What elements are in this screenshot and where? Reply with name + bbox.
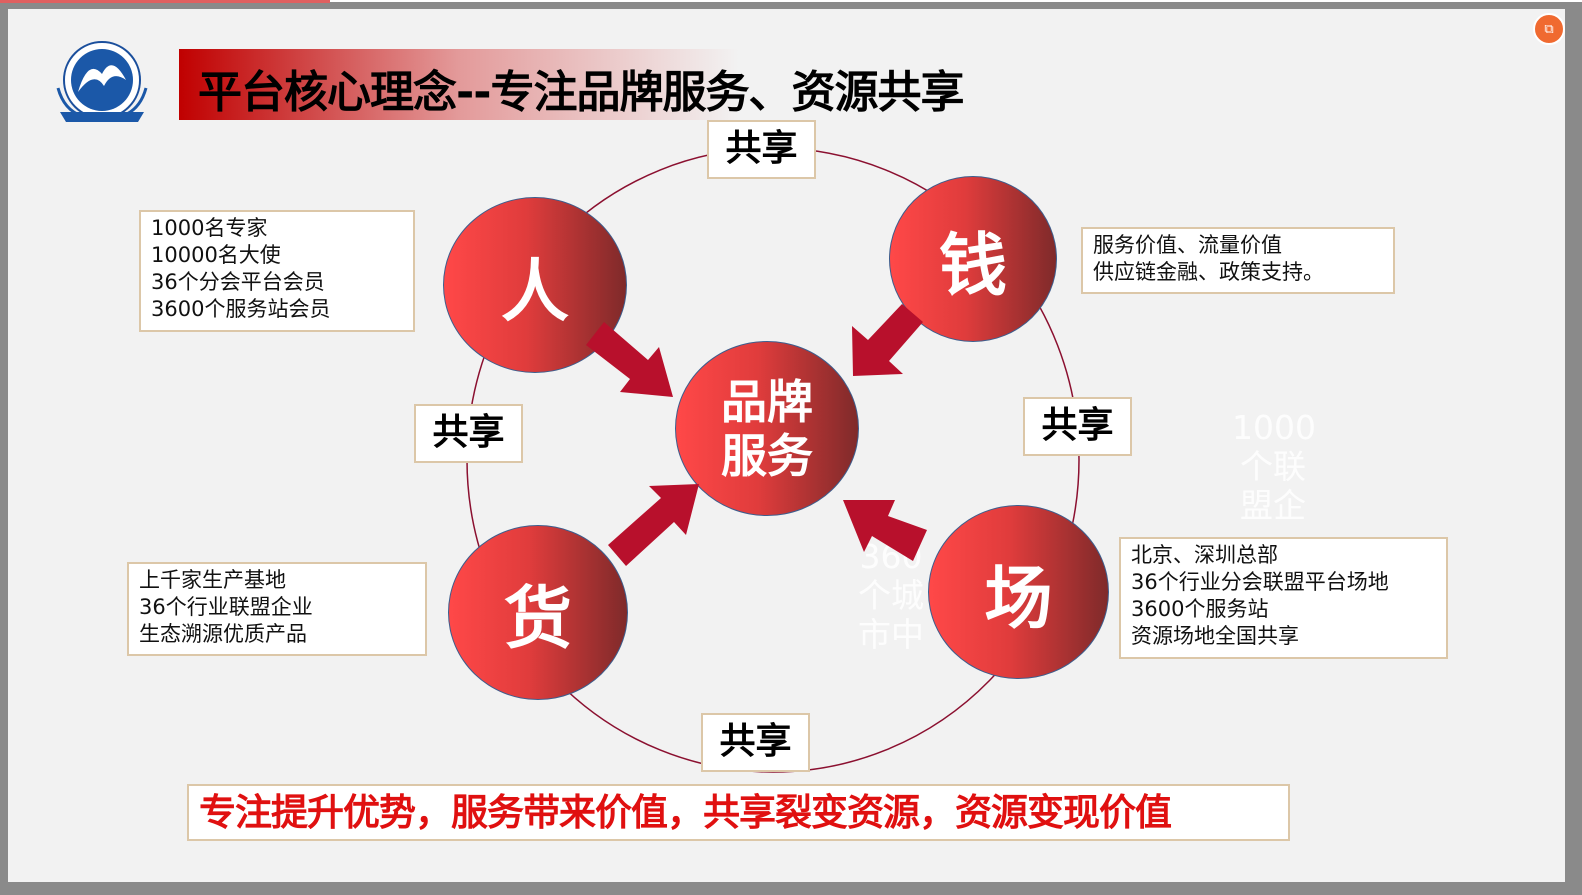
top-bar-track bbox=[330, 0, 1582, 2]
center-node: 品牌服务 bbox=[675, 341, 859, 516]
info-line: 36个分会平台会员 bbox=[151, 270, 325, 294]
slogan: 专注提升优势，服务带来价值，共享裂变资源，资源变现价值 bbox=[187, 784, 1290, 841]
goods-info-box: 上千家生产基地 36个行业联盟企业 生态溯源优质产品 bbox=[127, 562, 427, 656]
node-money: 钱 bbox=[889, 176, 1057, 342]
floating-action-button[interactable]: ⧉ bbox=[1533, 13, 1565, 45]
title-banner bbox=[179, 49, 739, 120]
info-line: 生态溯源优质产品 bbox=[139, 622, 307, 646]
info-line: 10000名大使 bbox=[151, 243, 281, 267]
arrow-icon bbox=[586, 322, 673, 397]
info-line: 上千家生产基地 bbox=[139, 568, 286, 592]
info-line: 资源场地全国共享 bbox=[1131, 624, 1299, 648]
node-venue: 场 bbox=[928, 505, 1109, 679]
center-label: 品牌服务 bbox=[721, 374, 813, 483]
share-label-bottom: 共享 bbox=[701, 713, 810, 772]
arrow-icon bbox=[608, 484, 699, 566]
node-label: 人 bbox=[500, 252, 569, 332]
people-info-box: 1000名专家 10000名大使 36个分会平台会员 3600个服务站会员 bbox=[139, 210, 415, 332]
info-line: 36个行业联盟企业 bbox=[139, 595, 313, 619]
present-icon: ⧉ bbox=[1544, 21, 1554, 37]
page-title: 平台核心理念--专注品牌服务、资源共享 bbox=[198, 67, 965, 118]
logo-icon bbox=[56, 41, 148, 122]
money-info-box: 服务价值、流量价值 供应链金融、政策支持。 bbox=[1081, 227, 1395, 294]
info-line: 北京、深圳总部 bbox=[1131, 543, 1278, 567]
arrow-icon bbox=[843, 500, 927, 561]
top-progress-bar bbox=[0, 0, 330, 3]
node-label: 场 bbox=[984, 559, 1053, 639]
node-goods: 货 bbox=[448, 525, 628, 700]
share-label-left: 共享 bbox=[414, 404, 523, 463]
node-label: 钱 bbox=[938, 226, 1007, 306]
venue-info-box: 北京、深圳总部 36个行业分会联盟平台场地 3600个服务站 资源场地全国共享 bbox=[1119, 537, 1448, 659]
share-label-top: 共享 bbox=[707, 120, 816, 179]
node-label: 货 bbox=[503, 580, 572, 659]
info-line: 3600个服务站会员 bbox=[151, 297, 331, 321]
info-line: 服务价值、流量价值 bbox=[1093, 233, 1282, 257]
info-line: 供应链金融、政策支持。 bbox=[1093, 260, 1324, 284]
share-label-right: 共享 bbox=[1023, 397, 1132, 456]
info-line: 3600个服务站 bbox=[1131, 597, 1269, 621]
info-line: 1000名专家 bbox=[151, 216, 268, 240]
arrow-icon bbox=[852, 304, 923, 376]
info-line: 36个行业分会联盟平台场地 bbox=[1131, 570, 1389, 594]
ghost-text: 10000个联盟企业 bbox=[1232, 408, 1314, 520]
